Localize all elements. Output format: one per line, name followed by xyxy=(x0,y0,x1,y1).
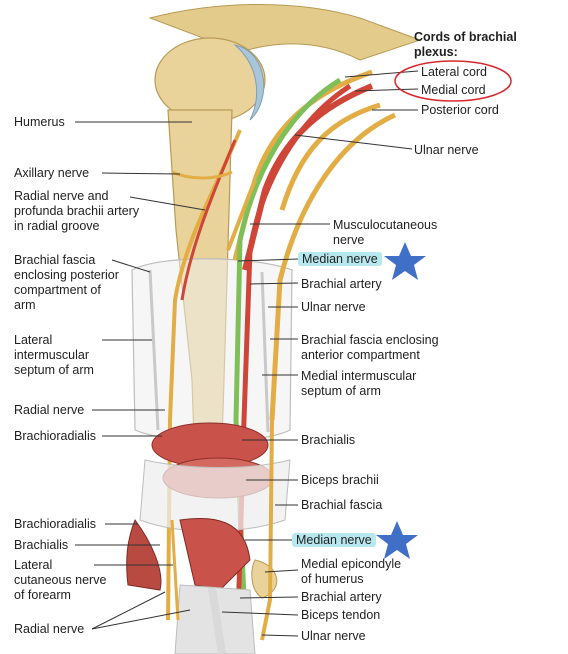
label-brachial-artery-upper: Brachial artery xyxy=(301,277,382,291)
label-biceps-tendon: Biceps tendon xyxy=(301,608,381,622)
leader-lines-left xyxy=(75,121,206,630)
median-nerve-line xyxy=(233,77,342,621)
brachial-artery-line xyxy=(235,83,352,621)
label-median-nerve-lower: Median nerve xyxy=(292,533,376,548)
label-brachial-fascia-anterior: Brachial fascia enclosing anterior compa… xyxy=(301,333,439,362)
label-posterior-cord: Posterior cord xyxy=(421,103,499,117)
label-ulnar-nerve-mid: Ulnar nerve xyxy=(301,300,366,314)
label-medial-epicondyle: Medial epicondyle of humerus xyxy=(301,557,402,586)
star-icon-lower xyxy=(376,521,418,559)
label-brachialis-right: Brachialis xyxy=(301,433,356,447)
musculocutaneous-line xyxy=(226,179,257,251)
posterior-cord-line xyxy=(279,102,381,211)
label-radial-nerve-profunda: Radial nerve and profunda brachii artery… xyxy=(14,189,140,233)
medial-septum xyxy=(260,271,270,433)
leader-lines-right xyxy=(221,70,419,637)
glenoid-cartilage xyxy=(233,44,265,121)
label-brachial-artery-lower: Brachial artery xyxy=(301,590,382,604)
lateral-septum xyxy=(148,269,160,431)
label-medial-intermuscular: Medial intermuscular septum of arm xyxy=(301,369,417,398)
label-brachioradialis-low: Brachioradialis xyxy=(14,517,96,531)
label-musculocutaneous: Musculocutaneous nerve xyxy=(333,218,438,247)
lateral-cutaneous-line xyxy=(170,519,180,621)
cords-circle-annotation xyxy=(394,60,512,102)
label-radial-nerve-bottom: Radial nerve xyxy=(14,622,85,636)
label-radial-nerve-mid: Radial nerve xyxy=(14,403,85,417)
label-lateral-cord: Lateral cord xyxy=(421,65,488,79)
biceps-belly-lower xyxy=(179,517,251,591)
star-icon-upper xyxy=(384,242,426,280)
highlight-median-lower: Median nerve xyxy=(292,533,376,547)
label-medial-cord: Medial cord xyxy=(421,83,486,97)
scapula xyxy=(148,4,422,61)
label-biceps-brachii: Biceps brachii xyxy=(301,473,379,487)
ulnar-nerve-upper xyxy=(269,112,397,421)
label-brachialis-left: Brachialis xyxy=(14,538,69,552)
label-median-nerve-upper: Median nerve xyxy=(298,252,382,267)
brachioradialis-lower xyxy=(126,518,162,591)
cords-header: Cords of brachial plexus: xyxy=(414,30,517,59)
label-brachial-fascia: Brachial fascia xyxy=(301,498,383,512)
label-humerus: Humerus xyxy=(14,115,65,129)
highlight-median-upper: Median nerve xyxy=(298,252,382,266)
label-lateral-intermuscular: Lateral intermuscular septum of arm xyxy=(14,333,94,377)
label-lateral-cutaneous: Lateral cutaneous nerve of forearm xyxy=(14,558,107,602)
brachial-fascia-band xyxy=(139,459,291,532)
label-axillary-nerve: Axillary nerve xyxy=(14,166,90,180)
biceps-tendon xyxy=(208,587,226,654)
label-ulnar-nerve-top: Ulnar nerve xyxy=(414,143,479,157)
profunda-artery-line xyxy=(180,139,237,301)
medial-epicondyle xyxy=(251,559,278,599)
label-ulnar-nerve-bottom: Ulnar nerve xyxy=(301,629,366,643)
label-brachial-fascia-posterior: Brachial fascia enclosing posterior comp… xyxy=(14,253,119,312)
label-brachioradialis-mid: Brachioradialis xyxy=(14,429,96,443)
